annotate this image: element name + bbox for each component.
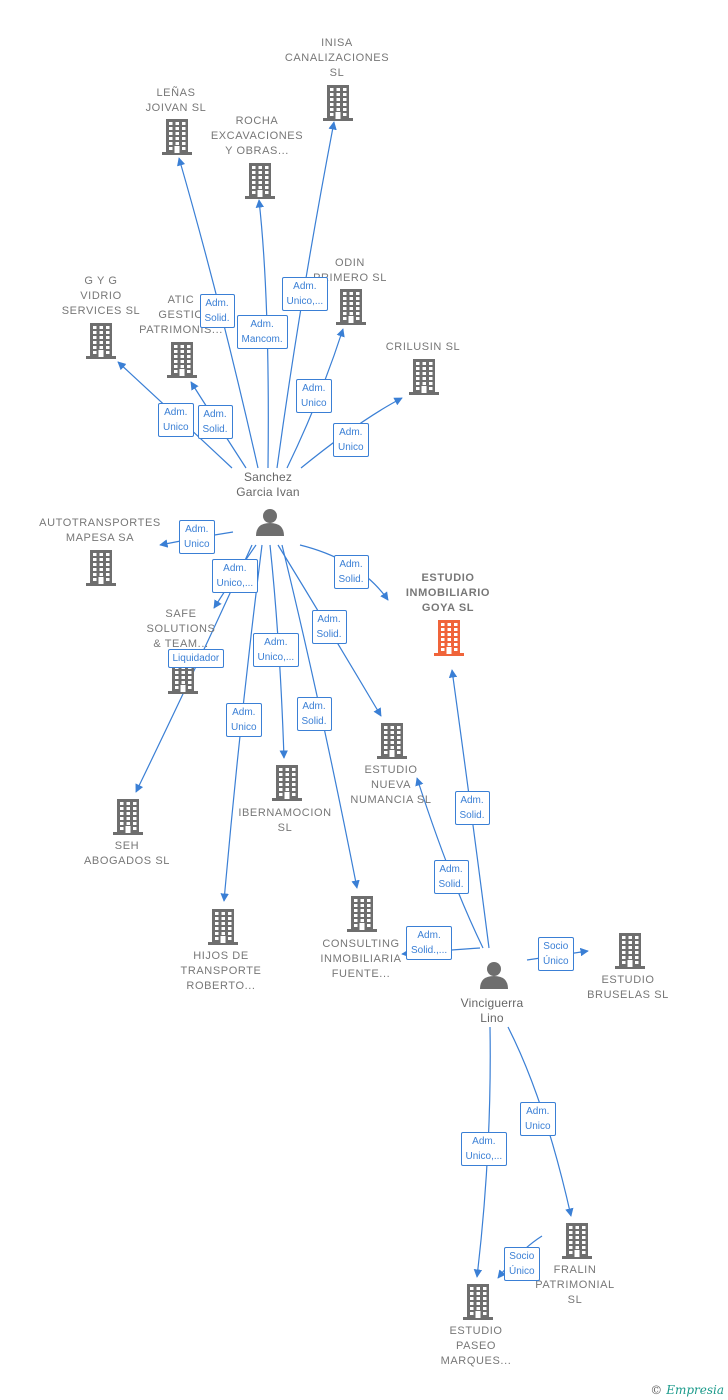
- relation-label-sanchez-rocha[interactable]: Adm. Mancom.: [236, 315, 288, 349]
- relation-label-sanchez-odin[interactable]: Adm. Unico: [296, 379, 332, 413]
- company-label-safe[interactable]: SAFE SOLUTIONS & TEAM...: [146, 608, 216, 650]
- relation-label-sanchez-inisa[interactable]: Adm. Unico,...: [281, 277, 329, 311]
- person-label-sanchez[interactable]: Sanchez Garcia Ivan: [236, 470, 300, 499]
- company-label-numancia[interactable]: ESTUDIO NUEVA NUMANCIA SL: [350, 764, 432, 806]
- building-icon-lenas[interactable]: [162, 119, 192, 155]
- company-label-seh[interactable]: SEH ABOGADOS SL: [83, 840, 171, 867]
- company-label-lenas[interactable]: LEÑAS JOIVAN SL: [145, 87, 207, 114]
- relation-label-sanchez-hijos[interactable]: Adm. Unico: [226, 703, 262, 737]
- relation-label-fralin-paseo[interactable]: Socio Único: [504, 1247, 540, 1281]
- building-icon-inisa[interactable]: [323, 85, 353, 121]
- footer-brand[interactable]: ©Empresia: [650, 1383, 724, 1397]
- building-icon-fralin[interactable]: [562, 1223, 592, 1259]
- company-label-goya[interactable]: ESTUDIO INMOBILIARIO GOYA SL: [405, 572, 491, 614]
- company-label-bruselas[interactable]: ESTUDIO BRUSELAS SL: [587, 974, 669, 1001]
- company-label-consulting[interactable]: CONSULTING INMOBILIARIA FUENTE...: [320, 938, 402, 980]
- building-icon-crilusin[interactable]: [409, 359, 439, 395]
- relation-label-vinciguerra-paseo[interactable]: Adm. Unico,...: [460, 1132, 508, 1166]
- company-label-crilusin[interactable]: CRILUSIN SL: [385, 341, 461, 353]
- building-icon-consulting[interactable]: [347, 896, 377, 932]
- company-label-ibernamocion[interactable]: IBERNAMOCION SL: [238, 807, 332, 834]
- company-label-inisa[interactable]: INISA CANALIZACIONES SL: [284, 37, 390, 79]
- company-label-fralin[interactable]: FRALIN PATRIMONIAL SL: [535, 1264, 615, 1306]
- relation-label-vinciguerra-goya[interactable]: Adm. Solid.: [454, 791, 490, 825]
- building-icon-seh[interactable]: [113, 799, 143, 835]
- relation-label-vinciguerra-consulting[interactable]: Adm. Solid.,...: [406, 926, 453, 960]
- relation-label-sanchez-seh[interactable]: Liquidador: [167, 648, 225, 668]
- brand-name: Empresia: [666, 1383, 724, 1397]
- company-label-autotransportes[interactable]: AUTOTRANSPORTES MAPESA SA: [39, 517, 161, 544]
- building-icon-numancia[interactable]: [377, 723, 407, 759]
- relation-label-sanchez-goya[interactable]: Adm. Solid.: [333, 555, 369, 589]
- relation-label-sanchez-lenas[interactable]: Adm. Solid.: [199, 294, 235, 328]
- relation-label-vinciguerra-fralin[interactable]: Adm. Unico: [520, 1102, 556, 1136]
- building-icon-bruselas[interactable]: [615, 933, 645, 969]
- building-icon-odin[interactable]: [336, 289, 366, 325]
- building-icon-autotransportes[interactable]: [86, 550, 116, 586]
- relation-label-sanchez-autotransportes[interactable]: Adm. Unico: [179, 520, 215, 554]
- person-icon-sanchez[interactable]: [256, 509, 284, 536]
- relation-label-sanchez-gyg[interactable]: Adm. Unico: [158, 403, 194, 437]
- building-icon-atic[interactable]: [167, 342, 197, 378]
- relation-label-sanchez-ibernamocion[interactable]: Adm. Unico,...: [252, 633, 300, 667]
- building-icon-rocha[interactable]: [245, 163, 275, 199]
- building-icon-gyg[interactable]: [86, 323, 116, 359]
- person-label-vinciguerra[interactable]: Vinciguerra Lino: [460, 996, 524, 1025]
- building-icon-paseo[interactable]: [463, 1284, 493, 1320]
- building-icon-goya[interactable]: [434, 620, 464, 656]
- building-icon-ibernamocion[interactable]: [272, 765, 302, 801]
- company-label-hijos[interactable]: HIJOS DE TRANSPORTE ROBERTO...: [180, 950, 262, 992]
- copyright-symbol: ©: [650, 1383, 663, 1397]
- company-label-gyg[interactable]: G Y G VIDRIO SERVICES SL: [61, 275, 141, 317]
- building-icon-hijos[interactable]: [208, 909, 238, 945]
- company-label-atic[interactable]: ATIC GESTIO PATRIMONIS...: [139, 294, 223, 336]
- relation-label-sanchez-numancia[interactable]: Adm. Solid.: [311, 610, 347, 644]
- relation-label-sanchez-safe[interactable]: Adm. Unico,...: [211, 559, 259, 593]
- relation-label-vinciguerra-numancia[interactable]: Adm. Solid.: [433, 860, 469, 894]
- relation-label-sanchez-consulting[interactable]: Adm. Solid.: [296, 697, 332, 731]
- relation-label-sanchez-crilusin[interactable]: Adm. Unico: [333, 423, 369, 457]
- company-label-paseo[interactable]: ESTUDIO PASEO MARQUES...: [440, 1325, 512, 1367]
- relation-label-vinciguerra-bruselas[interactable]: Socio Único: [538, 937, 574, 971]
- company-label-rocha[interactable]: ROCHA EXCAVACIONES Y OBRAS...: [210, 115, 304, 157]
- person-icon-vinciguerra[interactable]: [480, 962, 508, 989]
- relation-label-sanchez-atic[interactable]: Adm. Solid.: [197, 405, 233, 439]
